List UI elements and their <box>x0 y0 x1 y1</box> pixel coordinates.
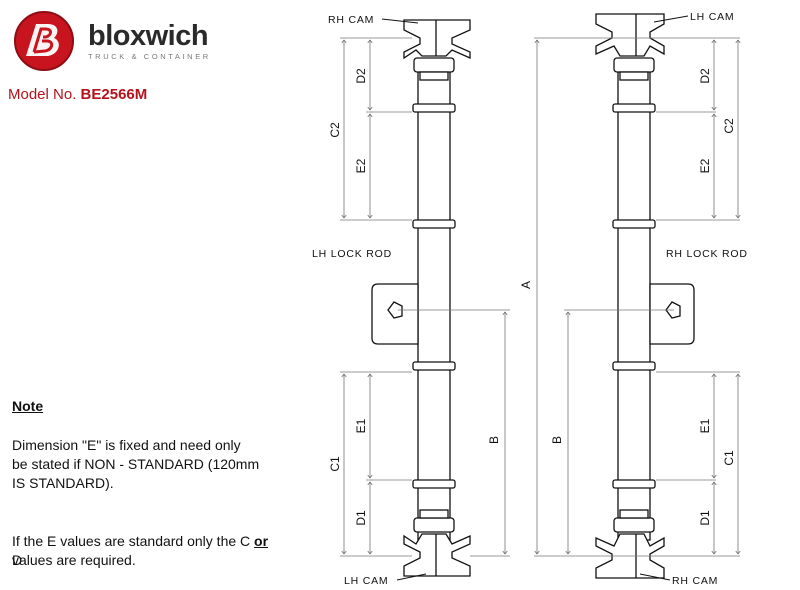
note-line-5: values are required. <box>12 552 136 568</box>
dim-right-d1: D1 <box>698 510 712 526</box>
model-number: Model No. BE2566M <box>8 86 147 103</box>
note-or-emphasis: or <box>254 533 269 549</box>
dim-right-c2: C2 <box>722 118 736 134</box>
brand-name: bloxwich <box>88 20 209 52</box>
dim-right-e2: E2 <box>698 158 712 173</box>
dim-right-e1: E1 <box>698 418 712 433</box>
model-prefix: Model No. <box>8 86 77 103</box>
collar <box>412 103 456 113</box>
left-dimensions <box>340 37 510 557</box>
label-lh-lock-rod: LH LOCK ROD <box>312 248 392 260</box>
brand-tagline: TRUCK & CONTAINER <box>88 52 211 61</box>
right-lock-rod <box>595 13 695 579</box>
cam-bottom-left <box>403 533 471 577</box>
dim-right-b: B <box>550 436 564 444</box>
collar <box>412 361 456 371</box>
dim-left-c1: C1 <box>328 456 342 472</box>
dim-left-e1: E1 <box>354 418 368 433</box>
cam-leaders <box>381 15 689 581</box>
dim-right-c1: C1 <box>722 450 736 466</box>
model-code: BE2566M <box>80 86 148 103</box>
dim-left-c2: C2 <box>328 122 342 138</box>
dim-left-d1: D1 <box>354 510 368 526</box>
note-line-4-start: If the E values are standard only the C <box>12 533 255 549</box>
collar <box>412 479 456 489</box>
label-rh-lock-rod: RH LOCK ROD <box>666 248 748 260</box>
note-line-3: IS STANDARD). <box>12 475 114 491</box>
dim-a: A <box>519 281 533 289</box>
label-right-bottom-cam: RH CAM <box>672 575 718 587</box>
note-line-1: Dimension "E" is fixed and need only <box>12 437 241 453</box>
dim-left-b: B <box>487 436 501 444</box>
collar <box>612 103 656 113</box>
collar <box>612 361 656 371</box>
dim-left-e2: E2 <box>354 158 368 173</box>
label-right-top-cam: LH CAM <box>690 11 734 23</box>
note-line-4: If the E values are standard only the C … <box>12 532 282 570</box>
right-dimensions <box>534 37 740 557</box>
note-line-4-end: D <box>12 552 23 568</box>
left-lock-rod <box>371 19 471 577</box>
cam-top-right <box>595 13 665 57</box>
cam-top-left <box>403 19 471 60</box>
note-line-2: be stated if NON - STANDARD (120mm <box>12 456 260 472</box>
bloxwich-logo <box>14 11 74 71</box>
collar <box>612 219 656 229</box>
dim-right-d2: D2 <box>698 68 712 84</box>
dim-left-d2: D2 <box>354 68 368 84</box>
note-title: Note <box>12 398 44 414</box>
collar <box>612 479 656 489</box>
label-left-bottom-cam: LH CAM <box>344 575 388 587</box>
label-left-top-cam: RH CAM <box>328 14 374 26</box>
collar <box>412 219 456 229</box>
